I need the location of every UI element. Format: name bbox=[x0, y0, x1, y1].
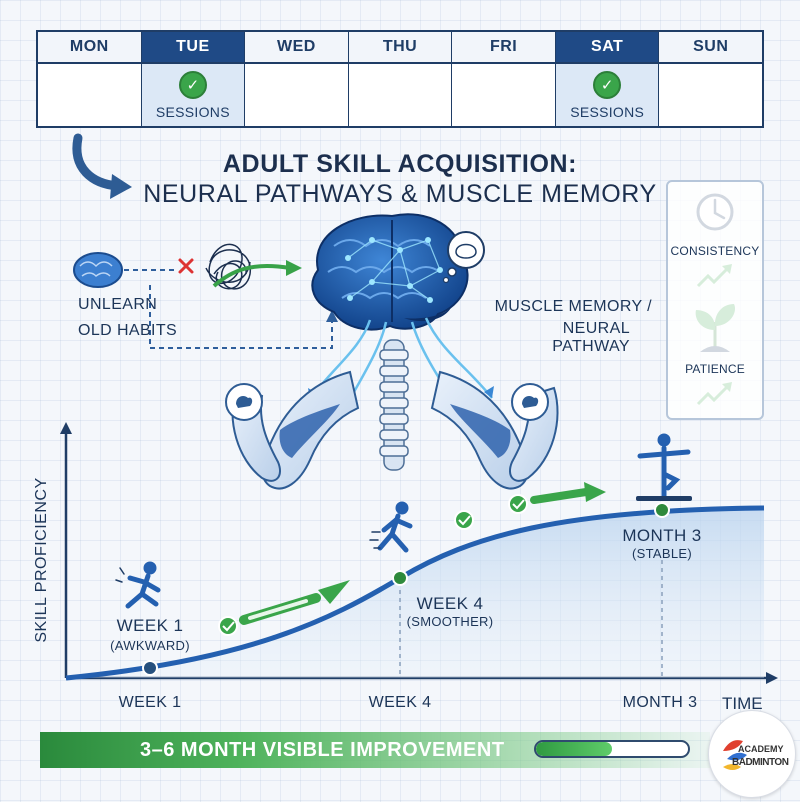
calendar-day-mon: MON bbox=[38, 32, 142, 126]
x-tick-week1: WEEK 1 bbox=[118, 694, 182, 711]
page-title: ADULT SKILL ACQUISITION: bbox=[222, 150, 578, 178]
milestone-dot-week1 bbox=[142, 660, 158, 676]
habits-side-panel bbox=[666, 180, 764, 420]
spine-icon bbox=[379, 339, 409, 471]
milestone-week1-name: WEEK 1 bbox=[116, 616, 184, 635]
milestone-month3-note: (STABLE) bbox=[632, 546, 692, 561]
thought-bubble-icon bbox=[442, 231, 485, 284]
progress-segment-1 bbox=[218, 580, 350, 636]
calendar-day-fri: FRI bbox=[452, 32, 556, 126]
old-habits-label: OLD HABITS bbox=[78, 322, 178, 339]
calendar-day-label: MON bbox=[38, 32, 141, 64]
calendar-day-label: SAT bbox=[555, 32, 659, 64]
calendar-day-body: ✓ SESSIONS bbox=[141, 64, 245, 126]
brain-icon bbox=[311, 213, 469, 331]
y-axis-label: SKILL PROFICIENCY bbox=[33, 477, 50, 643]
improvement-progress-bar bbox=[534, 740, 690, 758]
arrow-up-icon bbox=[326, 310, 338, 322]
x-tick-week4: WEEK 4 bbox=[368, 694, 432, 711]
calendar-day-sat: SAT ✓ SESSIONS bbox=[555, 32, 660, 126]
calendar-day-label: WED bbox=[245, 32, 348, 64]
session-label: SESSIONS bbox=[570, 103, 645, 120]
calendar-day-label: FRI bbox=[452, 32, 555, 64]
unlearn-label: UNLEARN bbox=[78, 296, 158, 313]
red-x-icon bbox=[178, 258, 194, 274]
milestone-week1-note: (AWKWARD) bbox=[110, 638, 190, 653]
curved-arrow-icon bbox=[72, 133, 132, 199]
improvement-text: 3–6 MONTH VISIBLE IMPROVEMENT bbox=[140, 739, 505, 761]
calendar-day-body: ✓ SESSIONS bbox=[555, 64, 659, 126]
calendar-day-sun: SUN bbox=[659, 32, 763, 126]
x-axis-label: TIME bbox=[722, 694, 763, 713]
balancing-person-icon bbox=[636, 433, 692, 501]
check-icon: ✓ bbox=[593, 70, 622, 99]
patience-label: PATIENCE bbox=[685, 362, 745, 376]
page-subtitle: NEURAL PATHWAYS & MUSCLE MEMORY bbox=[143, 180, 657, 208]
calendar-day-label: TUE bbox=[141, 32, 245, 64]
shuttlecock-logo-icon bbox=[723, 740, 747, 770]
muscle-memory-label: MUSCLE MEMORY / bbox=[494, 298, 652, 315]
tangled-thread-icon bbox=[205, 243, 251, 290]
milestone-week4-name: WEEK 4 bbox=[416, 594, 484, 613]
neural-pathway-label: NEURAL PATHWAY bbox=[552, 320, 630, 355]
academy-logo bbox=[708, 710, 796, 798]
proficiency-area bbox=[66, 508, 764, 678]
calendar-day-wed: WED bbox=[245, 32, 349, 126]
milestone-month3-name: MONTH 3 bbox=[622, 526, 702, 545]
green-pathway bbox=[212, 264, 291, 288]
small-brain-icon bbox=[73, 252, 123, 288]
left-arm-icon bbox=[225, 370, 360, 490]
x-tick-month3: MONTH 3 bbox=[622, 694, 698, 711]
calendar-day-thu: THU bbox=[348, 32, 453, 126]
right-arm-icon bbox=[430, 370, 559, 490]
running-person-icon bbox=[369, 501, 413, 553]
milestone-dot-week4 bbox=[392, 570, 408, 586]
arrow-right-icon bbox=[484, 386, 494, 398]
consistency-label: CONSISTENCY bbox=[670, 244, 760, 258]
milestone-dot-month3 bbox=[654, 502, 670, 518]
logo-text-badminton: BADMINTON bbox=[732, 757, 789, 768]
green-arrowhead-icon bbox=[286, 260, 302, 276]
dashed-return-path bbox=[149, 285, 333, 349]
session-label: SESSIONS bbox=[155, 103, 230, 120]
improvement-progress-fill bbox=[536, 742, 612, 756]
progress-segment-2 bbox=[454, 482, 606, 530]
calendar-day-tue: TUE ✓ SESSIONS bbox=[141, 32, 246, 126]
calendar-day-label: SUN bbox=[659, 32, 763, 64]
check-icon: ✓ bbox=[178, 70, 207, 99]
logo-text-academy: ACADEMY bbox=[738, 744, 784, 754]
stumbling-person-icon bbox=[115, 561, 161, 609]
milestone-week4-note: (SMOOTHER) bbox=[406, 614, 494, 629]
calendar-day-label: THU bbox=[348, 32, 452, 64]
